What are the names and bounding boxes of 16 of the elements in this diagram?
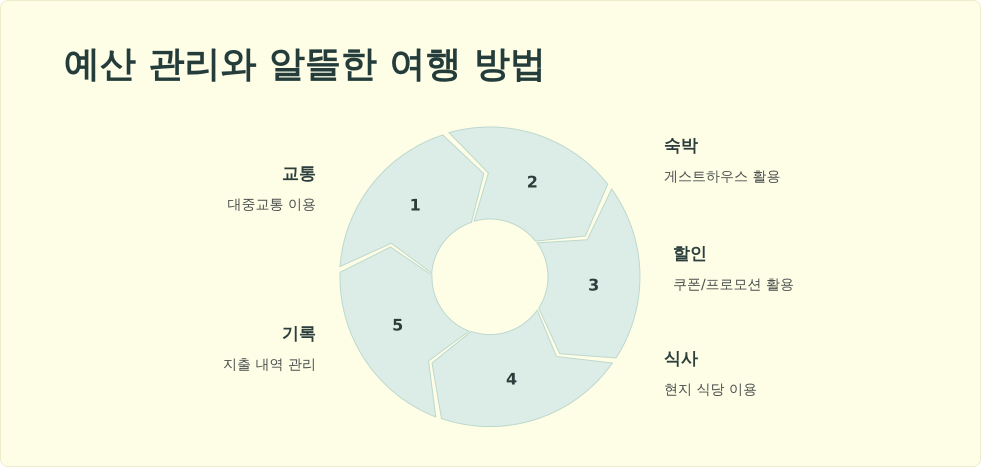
step-description: 지출 내역 관리 xyxy=(223,356,316,374)
title: 예산 관리와 알뜰한 여행 방법 xyxy=(64,43,546,87)
step-heading: 식사 xyxy=(664,348,698,370)
step-heading: 할인 xyxy=(673,243,707,265)
step-number: 1 xyxy=(410,195,421,214)
step-number: 4 xyxy=(506,369,518,388)
step-description: 대중교통 이용 xyxy=(228,196,316,214)
step-heading: 숙박 xyxy=(664,135,698,157)
step-description: 현지 식당 이용 xyxy=(664,381,757,399)
step-description: 쿠폰/프로모션 활용 xyxy=(673,276,794,294)
step-number: 2 xyxy=(526,172,538,192)
step-number: 3 xyxy=(588,276,600,295)
step-description: 게스트하우스 활용 xyxy=(664,168,780,186)
step-number: 5 xyxy=(392,316,404,335)
step-heading: 기록 xyxy=(282,323,316,345)
step-heading: 교통 xyxy=(282,163,316,185)
